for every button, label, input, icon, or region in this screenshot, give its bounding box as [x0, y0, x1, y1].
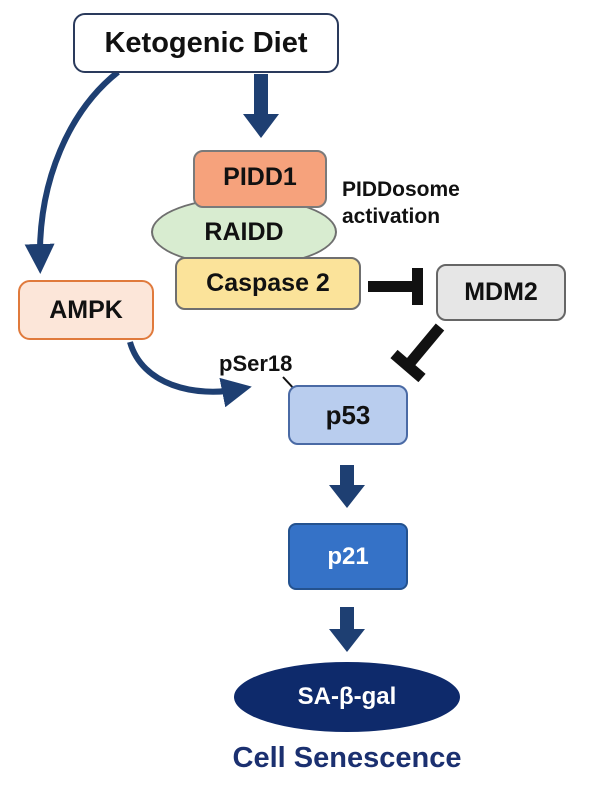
- arrow-keto-to-ampk: [24, 69, 120, 274]
- arrow-p21-to-sagal: [329, 607, 365, 652]
- piddosome-activation-label: PIDDosome activation: [342, 176, 460, 230]
- arrow-ampk-to-p53: [127, 341, 252, 408]
- p21-node: p21: [288, 523, 408, 590]
- pidd1-node: PIDD1: [193, 150, 327, 208]
- inhibit-mdm2-to-p53: [390, 323, 445, 383]
- piddosome-label-line2: activation: [342, 205, 441, 228]
- piddosome-label-line1: PIDDosome: [342, 178, 460, 201]
- ampk-node: AMPK: [18, 280, 154, 340]
- mdm2-node: MDM2: [436, 264, 566, 321]
- p53-node: p53: [288, 385, 408, 445]
- caspase2-node: Caspase 2: [175, 257, 361, 310]
- ketogenic-diet-node: Ketogenic Diet: [73, 13, 339, 73]
- arrow-p53-to-p21: [329, 465, 365, 508]
- pser18-label: pSer18: [219, 351, 293, 376]
- inhibit-casp2-to-mdm2: [368, 268, 423, 305]
- cell-senescence-label: Cell Senescence: [232, 742, 462, 774]
- sa-beta-gal-node: SA-β-gal: [234, 662, 460, 732]
- arrow-keto-to-pidd1: [243, 74, 279, 138]
